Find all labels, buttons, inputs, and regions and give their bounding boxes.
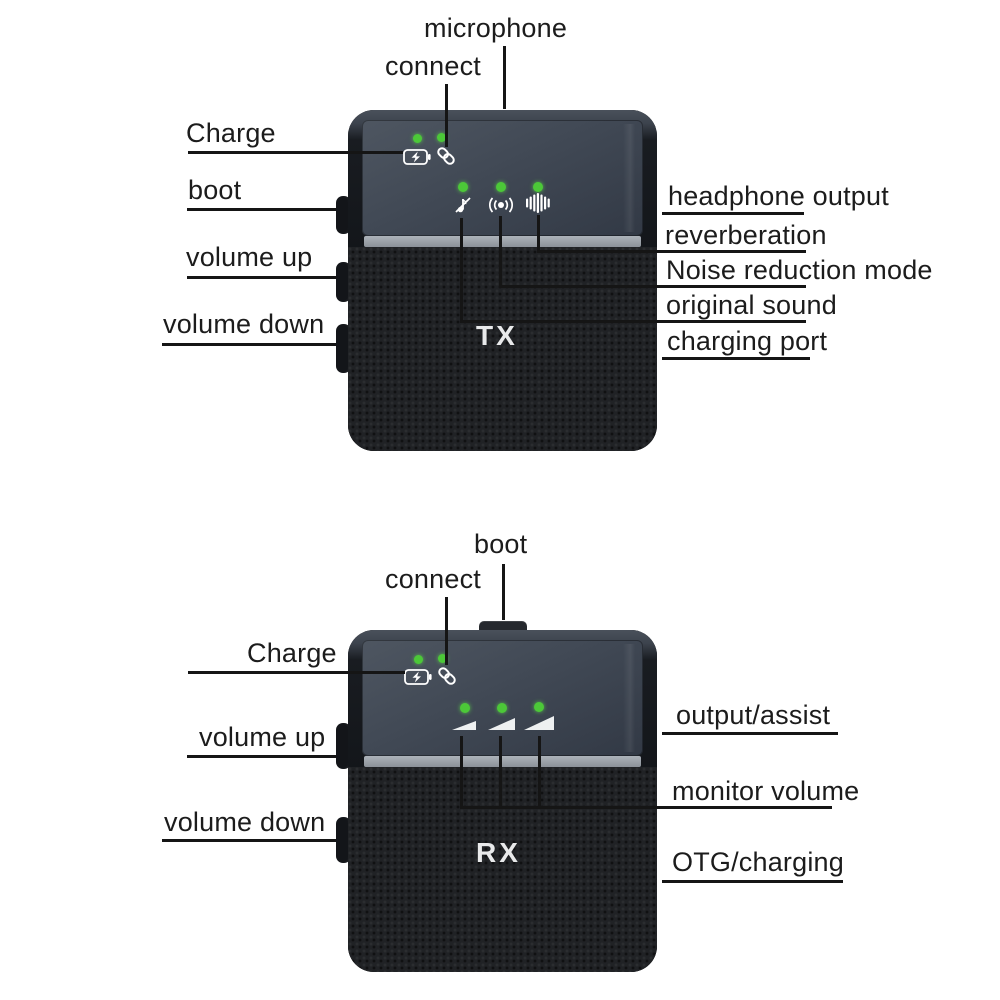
battery-charge-icon [403,148,431,171]
rx-label-volume-up: volume up [199,722,326,752]
rx-label-connect: connect [385,564,481,594]
tx-label-volume-up: volume up [186,242,313,272]
tx-noise-reduction-led [496,182,506,192]
rx-volume-down-side-button [336,817,351,863]
rx-monitor-led-3 [534,702,544,712]
rx-monitor-led-2 [497,703,507,713]
tx-volume-down-callout-line [162,343,336,346]
tx-reverberation-callout-drop [537,215,540,253]
rx-monitor-volume-drop-2 [499,736,502,809]
rx-device [348,630,657,972]
tx-label-charge: Charge [186,118,276,148]
tx-label-microphone: microphone [424,13,568,43]
tx-original-sound-callout-drop [460,218,463,323]
rx-charge-led [414,655,423,664]
tx-label-headphone-output: headphone output [668,181,889,211]
rx-label-volume-down: volume down [164,807,326,837]
tx-noise-reduction-callout-drop [499,216,502,288]
tx-volume-up-side-button [336,262,351,302]
tx-reverberation-led [533,182,543,192]
rx-leather-body [348,767,657,972]
battery-charge-icon [404,668,432,691]
rx-volume-down-callout-line [162,839,336,842]
tx-connect-callout-line [445,84,448,147]
muted-note-icon [453,195,473,220]
tx-noise-reduction-callout-line [499,285,806,288]
rx-volume-up-callout-line [187,755,336,758]
tx-charging-port-callout-line [662,357,810,360]
link-icon [436,665,458,692]
broadcast-signal-icon [487,196,515,219]
tx-device [348,110,657,451]
tx-original-sound-callout-line [460,320,806,323]
tx-label-volume-down: volume down [163,309,325,339]
tx-label-boot: boot [188,175,242,205]
tx-label-original-sound: original sound [666,290,837,320]
rx-monitor-volume-drop-3 [538,736,541,809]
tx-panel-strip [364,236,641,247]
link-icon [435,145,457,172]
rx-output-assist-callout-line [662,732,838,735]
volume-low-icon [452,721,476,730]
tx-headphone-output-callout-line [662,212,804,215]
tx-label-charging-port: charging port [667,326,828,356]
rx-label-monitor-volume: monitor volume [672,776,860,806]
tx-boot-callout-line [187,208,336,211]
sound-wave-icon [525,192,551,219]
tx-connect-led [437,133,446,142]
tx-charge-led [413,134,422,143]
tx-label-reverberation: reverberation [665,220,827,250]
rx-connect-callout-line [445,597,448,665]
rx-label-boot: boot [474,529,528,559]
rx-otg-charging-callout-line [662,880,843,883]
tx-charge-callout-line [188,151,403,154]
rx-charge-callout-line [188,671,405,674]
tx-volume-up-callout-line [187,276,336,279]
tx-reverberation-callout-line [537,250,806,253]
rx-label-output-assist: output/assist [676,700,831,730]
tx-screen-panel [362,120,643,236]
rx-monitor-volume-drop-1 [460,736,463,809]
rx-boot-callout-line [502,564,505,620]
rx-monitor-volume-callout-line [460,806,832,809]
rx-connect-led [438,654,447,663]
tx-label-connect: connect [385,51,481,81]
rx-device-label: RX [476,837,521,868]
tx-label-noise-reduction-mode: Noise reduction mode [666,255,933,285]
tx-leather-body [348,247,657,451]
tx-volume-down-side-button [336,324,351,373]
tx-device-label: TX [476,320,518,351]
rx-monitor-led-1 [460,703,470,713]
rx-label-otg-charging: OTG/charging [672,847,844,877]
rx-volume-up-side-button [336,723,351,769]
rx-label-charge: Charge [247,638,337,668]
rx-screen-panel [362,640,643,756]
tx-original-sound-led [458,182,468,192]
tx-microphone-callout-line [503,46,506,109]
rx-panel-strip [364,756,641,767]
tx-boot-side-button [336,196,351,234]
